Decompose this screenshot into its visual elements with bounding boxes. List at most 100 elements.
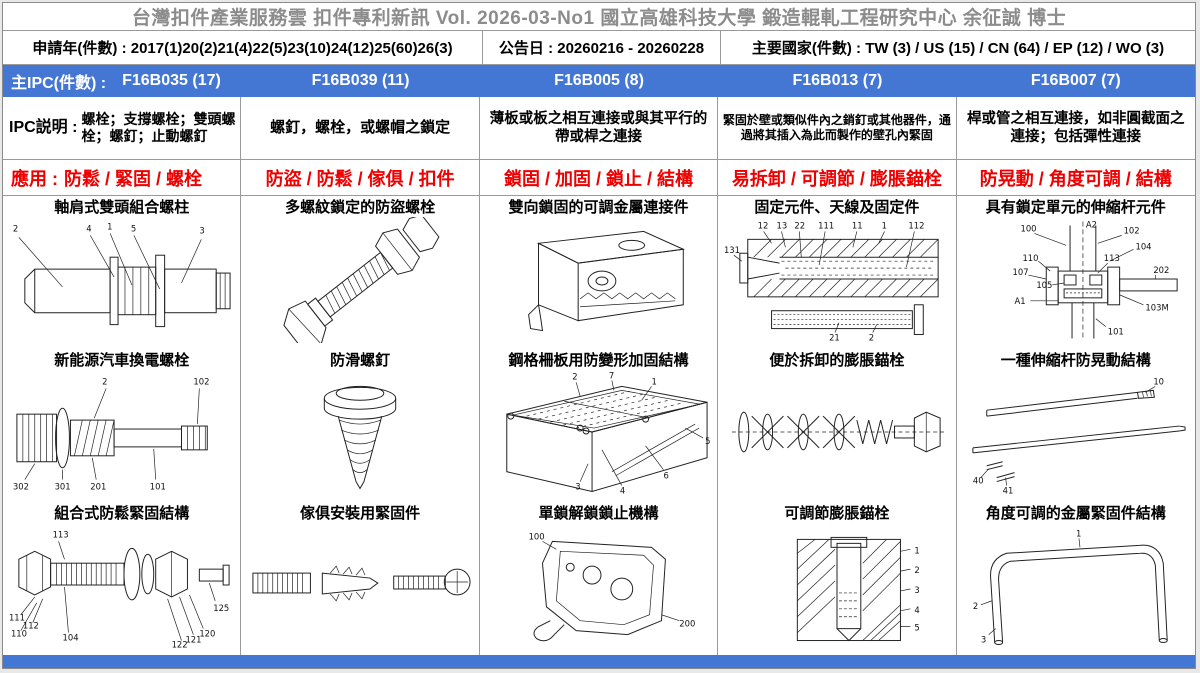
patent-card: 雙向鎖固的可調金屬連接件 <box>480 196 717 349</box>
patent-title: 組合式防鬆緊固結構 <box>54 505 190 522</box>
patent-card: 防滑螺釘 <box>241 349 478 502</box>
ref-label: 1 <box>652 376 657 386</box>
ref-label: 1 <box>1076 528 1081 538</box>
patent-figure-telescopic-lock-unit: 100 A2 102 104 110 107 105 113 202 103M … <box>1012 219 1178 339</box>
ref-label: 101 <box>149 482 165 492</box>
app-value-3: 鎖固 / 加固 / 鎖止 / 結構 <box>480 160 719 195</box>
ref-label: 2 <box>13 223 18 233</box>
ipc-desc-text-1: 螺栓；支撐螺栓；雙頭螺栓；螺釘；止動螺釘 <box>81 110 236 145</box>
patent-title: 防滑螺釘 <box>330 352 391 369</box>
patent-figure-adjustable-connector <box>528 230 686 332</box>
patent-figure-lock-mechanism: 100 200 <box>529 531 696 642</box>
ref-label: 112 <box>908 220 924 230</box>
patent-figure-antislip-screw <box>323 385 397 490</box>
patent-title: 具有鎖定單元的伸縮杆元件 <box>985 199 1166 216</box>
patent-figure-furniture-fastener <box>252 565 471 602</box>
ref-label: 3 <box>199 225 204 235</box>
ref-label: 113 <box>1104 253 1120 263</box>
ref-label: 113 <box>52 529 68 539</box>
ref-label: 121 <box>185 635 201 645</box>
ref-label: 301 <box>54 482 70 492</box>
app-value-4: 易拆卸 / 可調節 / 膨脹錨栓 <box>718 160 957 195</box>
ref-label: 110 <box>1022 253 1038 263</box>
patent-title: 新能源汽車換電螺栓 <box>54 352 190 369</box>
ref-label: 100 <box>529 531 545 541</box>
patent-figure-antishake-rod: 10 40 41 <box>972 376 1186 495</box>
patent-title: 可調節膨脹錨栓 <box>784 505 890 522</box>
ref-label: 112 <box>23 621 39 631</box>
main-ipc-label: 主IPC(件數) : <box>11 75 107 92</box>
patent-card: 一種伸縮杆防晃動結構 10 40 41 <box>957 349 1195 502</box>
ipc-code-3: F16B005 (8) <box>554 72 644 89</box>
patent-title: 固定元件、天線及固定件 <box>754 199 920 216</box>
patent-figure-removable-anchor <box>731 411 944 453</box>
patent-card: 便於拆卸的膨脹錨栓 <box>718 349 955 502</box>
ref-label: 7 <box>609 370 614 380</box>
ref-label: 104 <box>1135 241 1151 251</box>
announcement-date: 公告日 : 20260216 - 20260228 <box>483 31 721 64</box>
ipc-code-1: F16B035 (17) <box>122 72 221 89</box>
patent-figure-shoulder-stud: 2 4 1 5 3 <box>13 221 231 328</box>
ref-label: 5 <box>914 623 919 633</box>
patent-card: 具有鎖定單元的伸縮杆元件 100 A2 102 104 110 107 <box>957 196 1195 349</box>
ref-label: A1 <box>1014 296 1025 306</box>
ipc-desc-3: 薄板或板之相互連接或與其平行的帶或桿之連接 <box>480 97 719 159</box>
ref-label: 100 <box>1020 223 1036 233</box>
ref-label: 111 <box>818 220 834 230</box>
patent-title: 多螺紋鎖定的防盜螺栓 <box>285 199 436 216</box>
ref-label: 41 <box>1002 485 1013 495</box>
patent-title: 一種伸縮杆防晃動結構 <box>1000 352 1151 369</box>
app-value-1: 防鬆 / 緊固 / 螺栓 <box>64 168 203 189</box>
patent-card: 軸肩式雙頭組合螺柱 2 4 1 5 3 <box>3 196 240 349</box>
patent-figure-adjustable-anchor-section: 1 2 3 4 5 <box>796 536 920 642</box>
ref-label: 1 <box>107 221 112 231</box>
ref-label: 2 <box>573 371 578 381</box>
ref-label: 122 <box>171 639 187 649</box>
page-title: 台灣扣件產業服務雲 扣件專利新訊 Vol. 2026-03-No1 國立高雄科技… <box>3 3 1195 31</box>
ref-label: 111 <box>9 613 25 623</box>
patent-title: 傢俱安裝用緊固件 <box>300 505 421 522</box>
footer-accent-bar <box>3 655 1195 668</box>
patent-column-4: 固定元件、天線及固定件 12 13 22 111 11 <box>718 196 957 655</box>
ref-label: A2 <box>1086 219 1097 229</box>
ref-label: 12 <box>758 220 769 230</box>
patent-card: 多螺紋鎖定的防盜螺栓 <box>241 196 478 349</box>
ipc-code-4: F16B013 (7) <box>792 72 883 89</box>
ref-label: 13 <box>776 220 787 230</box>
patent-column-5: 具有鎖定單元的伸縮杆元件 100 A2 102 104 110 107 <box>957 196 1195 655</box>
patent-title: 雙向鎖固的可調金屬連接件 <box>508 199 689 216</box>
ref-label: 102 <box>193 376 209 386</box>
ipc-description-row: IPC説明 : 螺栓；支撐螺栓；雙頭螺栓；螺釘；止動螺釘 螺釘，螺栓，或螺帽之鎖… <box>3 97 1195 160</box>
ref-label: 125 <box>213 603 229 613</box>
patent-title: 便於拆卸的膨脹錨栓 <box>769 352 905 369</box>
patent-grid: 軸肩式雙頭組合螺柱 2 4 1 5 3 新能源汽車換電螺栓 <box>3 196 1195 655</box>
ref-label: 302 <box>13 482 29 492</box>
ref-label: 202 <box>1153 265 1169 275</box>
app-value-5: 防晃動 / 角度可調 / 結構 <box>979 168 1172 189</box>
ref-label: 4 <box>620 485 625 495</box>
patent-card: 可調節膨脹錨栓 1 2 3 4 5 <box>718 502 955 655</box>
main-ipc-row: 主IPC(件數) : F16B035 (17) F16B039 (11) F16… <box>3 65 1195 97</box>
ref-label: 3 <box>914 585 919 595</box>
ref-label: 6 <box>664 471 669 481</box>
ref-label: 4 <box>914 605 919 615</box>
application-years: 申請年(件數) : 2017(1)20(2)21(4)22(5)23(10)24… <box>3 31 483 64</box>
ipc-desc-label: IPC説明 : <box>9 119 78 136</box>
ref-label: 103M <box>1145 303 1168 313</box>
ipc-code-5: F16B007 (7) <box>1030 72 1121 89</box>
patent-title: 角度可調的金屬緊固件結構 <box>985 505 1166 522</box>
ref-label: 2 <box>914 565 919 575</box>
ref-label: 3 <box>981 635 986 645</box>
patent-column-2: 多螺紋鎖定的防盜螺栓 防滑螺釘 <box>241 196 480 655</box>
ref-label: 21 <box>829 332 840 342</box>
ipc-code-2: F16B039 (11) <box>311 72 410 89</box>
ref-label: 5 <box>131 223 136 233</box>
ipc-desc-2: 螺釘，螺栓，或螺帽之鎖定 <box>241 97 480 159</box>
patent-card: 組合式防鬆緊固結構 113 111 112 110 104 125 120 <box>3 502 240 655</box>
application-row: 應用 : 防鬆 / 緊固 / 螺栓 防盜 / 防鬆 / 傢俱 / 扣件 鎖固 /… <box>3 160 1195 196</box>
info-row: 申請年(件數) : 2017(1)20(2)21(4)22(5)23(10)24… <box>3 31 1195 65</box>
patent-title: 軸肩式雙頭組合螺柱 <box>54 199 190 216</box>
patent-figure-wall-anchor-section: 12 13 22 111 11 1 112 131 21 2 <box>724 220 939 342</box>
ref-label: 40 <box>973 476 984 486</box>
